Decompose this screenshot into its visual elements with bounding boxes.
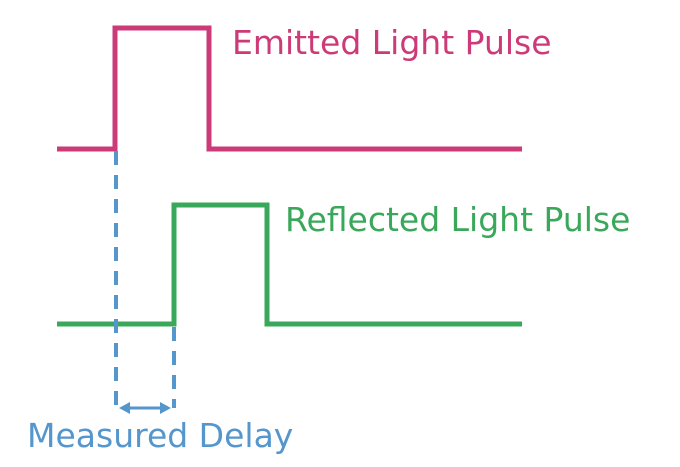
measured-delay-label: Measured Delay [27, 416, 294, 455]
reflected-pulse-label: Reflected Light Pulse [285, 200, 631, 239]
delay-double-arrow [119, 402, 171, 414]
emitted-pulse-waveform [57, 25, 522, 152]
delay-arrow-left-head [119, 402, 130, 414]
delay-arrow-right-head [160, 402, 171, 414]
emitted-pulse-label: Emitted Light Pulse [232, 23, 552, 62]
reflected-pulse-waveform [57, 202, 522, 327]
